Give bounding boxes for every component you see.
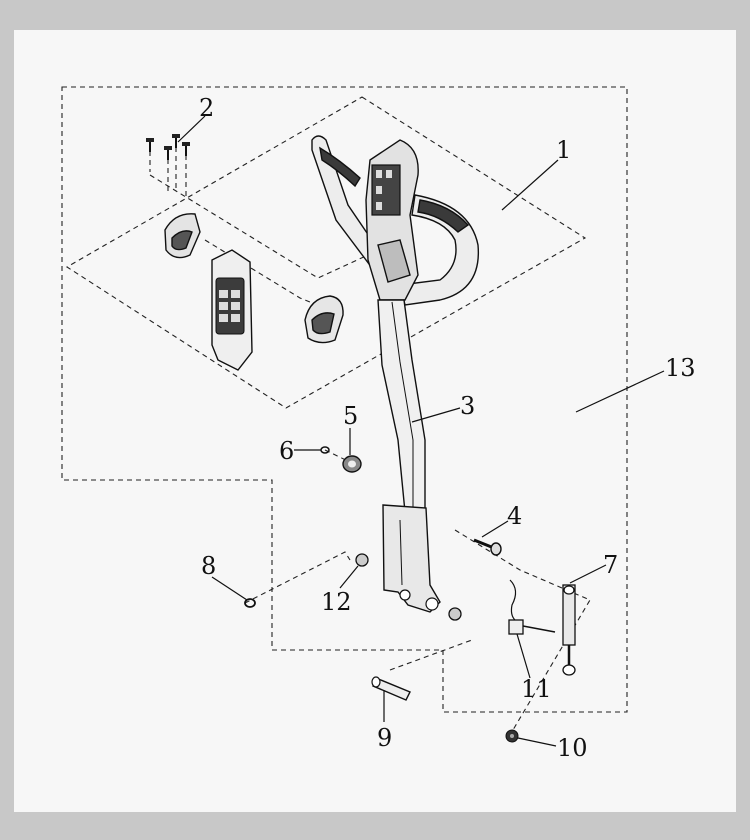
shaft-link-lines	[389, 639, 473, 671]
cover-clip-upper	[164, 213, 201, 259]
assembly-boundary	[61, 86, 628, 713]
callout-3: 3	[460, 392, 475, 420]
pin-link-lines	[244, 551, 351, 604]
callout-4: 4	[507, 502, 522, 530]
leader-12	[339, 565, 359, 589]
bushing-12	[355, 553, 462, 621]
bolt-4	[473, 538, 502, 556]
leader-7	[569, 564, 607, 584]
leader-1	[501, 159, 559, 211]
callout-12: 12	[321, 588, 352, 616]
callout-11: 11	[521, 675, 552, 703]
callout-13: 13	[665, 354, 696, 382]
small-pin-line	[324, 449, 353, 464]
switch-11	[508, 579, 556, 635]
callout-6: 6	[279, 437, 294, 465]
leader-13	[575, 370, 665, 413]
gas-spring-7	[562, 584, 576, 676]
leader-2	[177, 115, 206, 143]
leader-3	[411, 407, 461, 423]
bushing-5	[342, 455, 362, 473]
callout-5: 5	[343, 402, 358, 430]
tiller-arm	[377, 299, 441, 613]
leader-10	[517, 737, 557, 747]
callout-1: 1	[556, 136, 571, 164]
callout-7: 7	[603, 551, 618, 579]
spring-link-lines	[454, 529, 591, 736]
screws	[146, 134, 190, 196]
leader-4	[481, 520, 509, 538]
callout-9: 9	[377, 724, 392, 752]
leader-11	[516, 633, 531, 679]
callout-8: 8	[201, 552, 216, 580]
handle-subassembly-boundary	[65, 96, 587, 409]
callout-2: 2	[199, 94, 214, 122]
o-ring-8	[244, 598, 256, 608]
tiller-handle-head	[311, 135, 480, 306]
leader-8	[211, 576, 248, 601]
keypad-unit	[211, 249, 253, 371]
callout-10: 10	[557, 734, 588, 762]
cover-group-boundary	[149, 174, 369, 279]
pin-9	[371, 676, 411, 701]
cover-clip-lower	[304, 295, 344, 344]
nut-10	[505, 729, 519, 743]
